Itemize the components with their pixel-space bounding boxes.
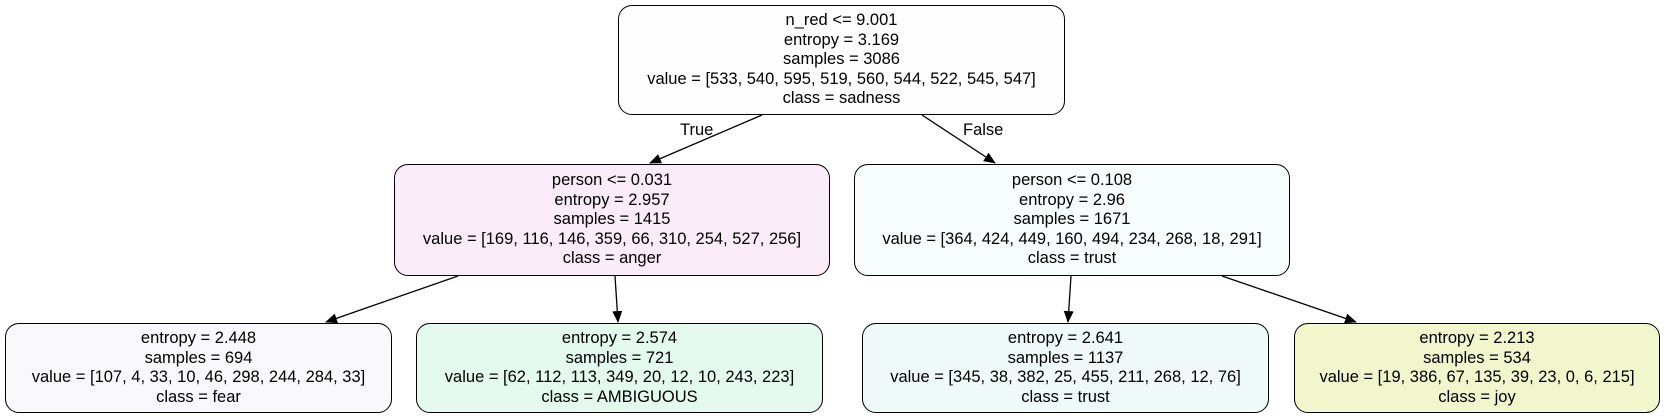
node-text-line: person <= 0.108 — [1011, 171, 1133, 190]
node-text-line: samples = 1415 — [553, 210, 671, 229]
node-text-line: value = [169, 116, 146, 359, 66, 310, 25… — [422, 229, 802, 248]
edge-label-true: True — [680, 121, 714, 139]
node-text-line: entropy = 2.574 — [561, 329, 678, 347]
edge-label-false: False — [963, 121, 1004, 139]
node-text-line: samples = 1137 — [1007, 348, 1124, 367]
node-text-line: samples = 694 — [144, 348, 253, 367]
node-text-line: class = joy — [1438, 387, 1516, 406]
node-text-line: entropy = 2.957 — [554, 190, 670, 209]
edge-left-to-lr — [612, 275, 623, 323]
node-text-line: entropy = 2.448 — [140, 329, 257, 347]
node-text-line: value = [533, 540, 595, 519, 560, 544, 5… — [647, 69, 1036, 88]
node-text-line: samples = 1671 — [1013, 210, 1131, 229]
node-text-line: n_red <= 9.001 — [785, 11, 898, 30]
edge-right-to-rl — [1063, 275, 1074, 323]
edge-root-to-left — [649, 114, 763, 164]
node-text-line: entropy = 2.96 — [1019, 190, 1125, 209]
node-text-line: samples = 3086 — [783, 50, 900, 69]
node-text-line: class = fear — [156, 387, 241, 406]
node-text-line: class = sadness — [782, 89, 901, 108]
node-text-line: value = [19, 386, 67, 135, 39, 23, 0, 6,… — [1319, 368, 1635, 386]
node-text-line: entropy = 3.169 — [783, 30, 900, 49]
node-text-line: value = [62, 112, 113, 349, 20, 12, 10, … — [444, 368, 795, 386]
node-text-line: entropy = 2.641 — [1007, 329, 1124, 347]
node-text-line: samples = 721 — [565, 348, 674, 367]
node-text-line: person <= 0.031 — [551, 171, 673, 190]
node-text-line: value = [107, 4, 33, 10, 46, 298, 244, 2… — [31, 368, 366, 386]
node-text-line: class = trust — [1027, 249, 1117, 268]
node-text-line: value = [364, 424, 449, 160, 494, 234, 2… — [882, 229, 1262, 248]
node-text-line: samples = 534 — [1423, 348, 1531, 367]
node-text-line: value = [345, 38, 382, 25, 455, 211, 268… — [890, 368, 1241, 386]
edge-right-to-rr — [1221, 275, 1357, 324]
edge-root-to-right — [921, 114, 996, 164]
edge-left-to-ll — [325, 275, 459, 324]
node-text-line: entropy = 2.213 — [1419, 329, 1535, 347]
node-text-line: class = anger — [562, 249, 662, 268]
node-text-line: class = AMBIGUOUS — [541, 387, 698, 406]
node-text-line: class = trust — [1021, 387, 1110, 406]
